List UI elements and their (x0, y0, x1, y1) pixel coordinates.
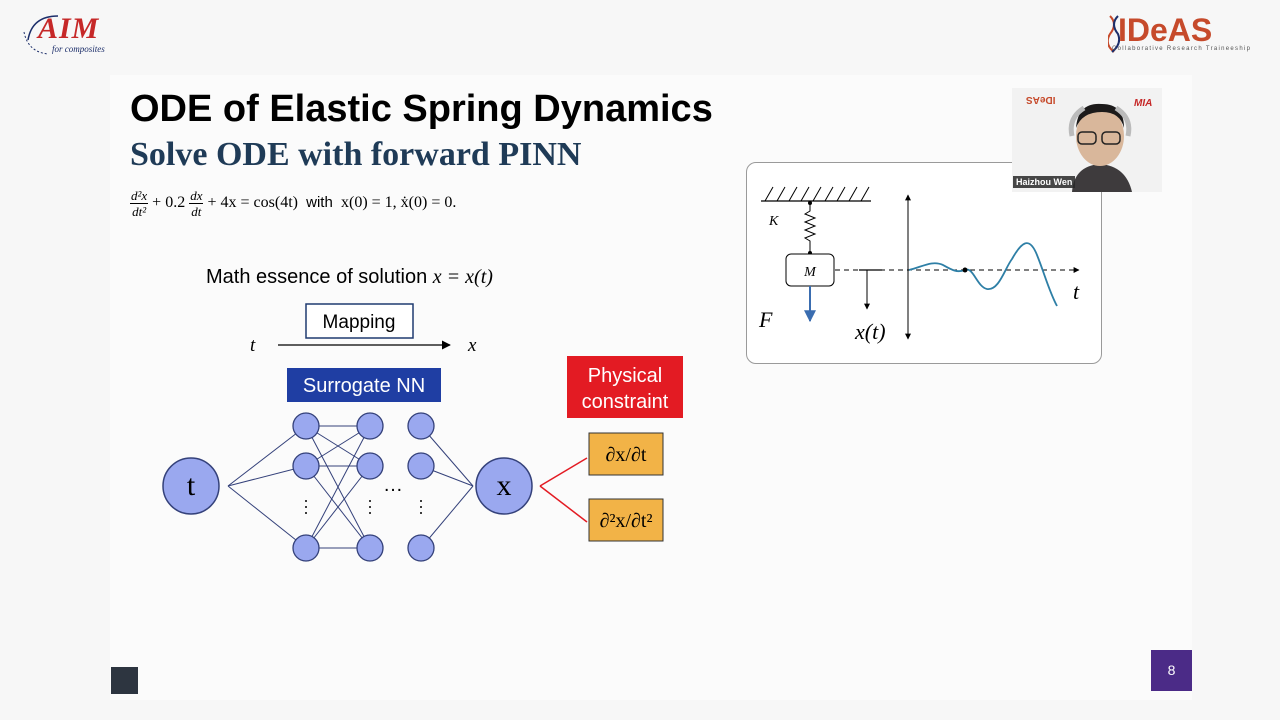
equation-with-text: with (301, 194, 337, 212)
math-essence-expression: x = x(t) (432, 266, 493, 288)
surrogate-nn-label: Surrogate NN (303, 375, 425, 397)
mapping-input-t: t (250, 335, 256, 356)
fraction-denominator: dt (191, 204, 202, 219)
page-number-badge: 8 (1151, 650, 1192, 691)
input-node-t (162, 457, 220, 515)
aim-swirl-icon (23, 15, 59, 55)
second-derivative-fraction: d²x dt² (130, 188, 149, 219)
constraint-link-2 (539, 485, 588, 523)
physical-constraint-box (567, 356, 683, 418)
aim-logo (18, 10, 112, 58)
mapping-label: Mapping (323, 312, 396, 333)
layers-ellipsis: … (383, 474, 403, 496)
fraction-denominator: dt² (132, 204, 147, 219)
aim-logo-text: AIM (38, 12, 100, 45)
math-essence-caption: Math essence of solution x = x(t) (206, 266, 493, 289)
constraint-label-line2: constraint (582, 391, 669, 413)
mini-ideas-logo: IDeAS (1026, 94, 1056, 105)
ideas-logo-text: IDeAS (1118, 12, 1213, 48)
spring-mass-diagram: K M F x(t) t (758, 186, 1080, 344)
second-derivative-box (588, 498, 664, 542)
first-derivative-label: ∂x/∂t (606, 444, 647, 466)
constraint-link-1 (539, 457, 588, 487)
equation-rhs: + 4x = cos(4t) (207, 194, 298, 212)
first-derivative-fraction: dx dt (189, 188, 204, 219)
fraction-numerator: d²x (130, 188, 149, 204)
ceiling-hatch (764, 186, 870, 202)
aim-logo-tagline: for composites (52, 44, 105, 54)
output-node-x (475, 457, 533, 515)
mapping-output-x: x (467, 335, 477, 356)
slide-subtitle: Solve ODE with forward PINN (130, 136, 582, 173)
slide-title: ODE of Elastic Spring Dynamics (130, 88, 713, 130)
dna-icon (1108, 15, 1120, 53)
force-label: F (758, 307, 773, 332)
displacement-label: x(t) (854, 319, 886, 344)
oscillation-curve (908, 242, 1058, 307)
pinn-diagram: Mapping t x Surrogate NN Physical constr… (162, 303, 683, 562)
time-label: t (1073, 279, 1080, 304)
equation-coefficient: + 0.2 (152, 194, 186, 212)
mini-mia-logo: MIA (1134, 98, 1153, 109)
ode-equation: d²x dt² + 0.2 dx dt + 4x = cos(4t) with … (130, 188, 456, 219)
slide-nav-square[interactable] (111, 667, 138, 694)
speaker-avatar (1012, 88, 1162, 192)
mapping-box (305, 303, 414, 339)
input-node-label: t (187, 469, 196, 502)
second-derivative-label: ∂²x/∂t² (600, 510, 653, 532)
math-essence-label: Math essence of solution (206, 266, 433, 288)
speaker-video-tile[interactable]: IDeAS MIA (1012, 88, 1162, 192)
surrogate-nn-box (287, 368, 441, 402)
speaker-name-tag: Haizhou Wen (1013, 176, 1076, 188)
vertical-ellipsis-dots (305, 500, 422, 514)
first-derivative-box (588, 432, 664, 476)
spring-mass-figure: K M F x(t) t (746, 162, 1102, 364)
ideas-logo-tagline: Collaborative Research Traineeship (1112, 46, 1252, 52)
nn-connections (227, 425, 474, 549)
spring-constant-label: K (768, 214, 779, 229)
initial-conditions: x(0) = 1, ẋ(0) = 0. (340, 194, 457, 212)
fraction-numerator: dx (189, 188, 204, 204)
mass-label: M (803, 265, 817, 280)
output-node-label: x (497, 469, 512, 502)
hidden-layer-nodes (292, 412, 435, 562)
spring-coil (803, 203, 817, 253)
curve-point (962, 267, 968, 273)
constraint-label-line1: Physical (588, 365, 662, 387)
